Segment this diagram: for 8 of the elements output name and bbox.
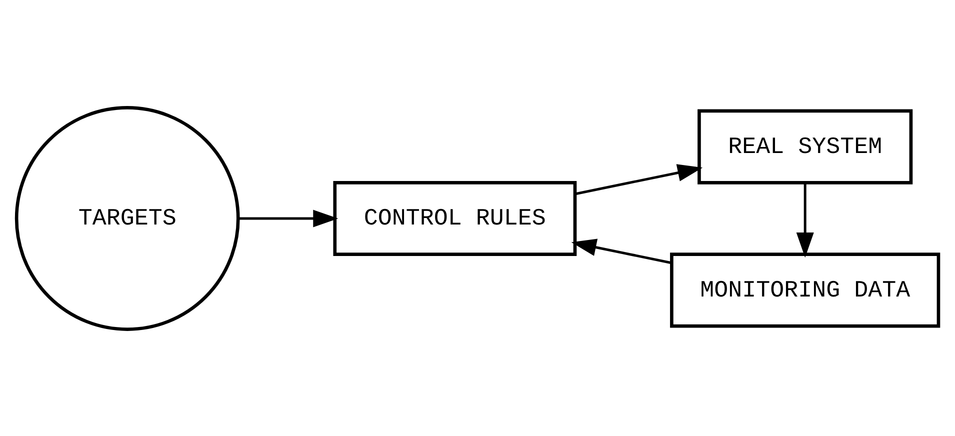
arrow <box>796 182 814 258</box>
arrow <box>571 238 672 264</box>
node-box: MONITORING DATA <box>670 252 940 328</box>
node-box: REAL SYSTEM <box>698 108 913 184</box>
arrow <box>238 209 338 227</box>
node-circle: TARGETS <box>14 106 240 330</box>
arrow <box>574 164 703 195</box>
node-box: CONTROL RULES <box>333 180 577 256</box>
